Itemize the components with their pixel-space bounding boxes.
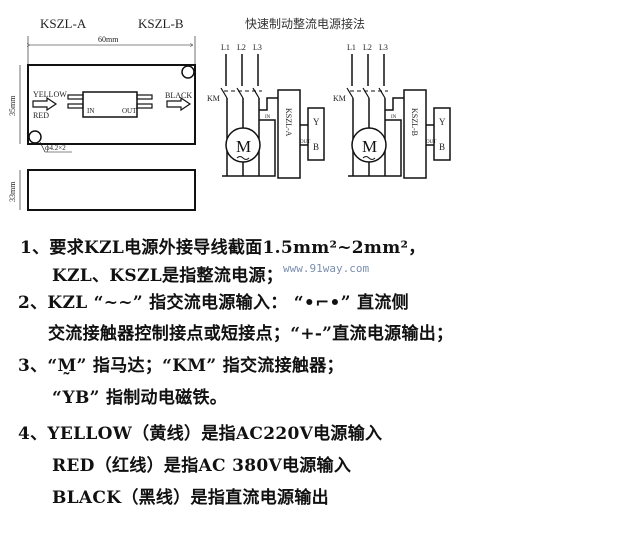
- unit-label: KSZL-B: [410, 108, 419, 136]
- mounting-hole: [181, 65, 195, 79]
- label-kszl-a: KSZL-A: [40, 16, 87, 31]
- input-arrow-icon: [32, 96, 58, 112]
- in-label: IN: [391, 115, 397, 120]
- note-1b: KZL、KSZL是指整流电源；: [52, 266, 284, 286]
- note-2b: 交流接触器控制接点或短接点；“+-”直流电源输出；: [48, 324, 454, 344]
- brake-b-label: B: [439, 142, 445, 152]
- phase-label: L2: [363, 43, 372, 52]
- height-dimension: 35mm: [8, 95, 17, 116]
- note-3: 3、“M̰” 指马达；“KM” 指交流接触器；: [18, 356, 344, 376]
- in-label: IN: [265, 115, 271, 120]
- phase-label: L3: [253, 43, 262, 52]
- label-out: OUT: [122, 107, 137, 115]
- module-outline-drawing: KSZL-A KSZL-B 60mm 35mm ф4.2×2 YELLOW RE…: [8, 16, 196, 211]
- brake-coil: [307, 107, 325, 161]
- out-label: OUT: [300, 140, 310, 145]
- module-side-view: [27, 169, 196, 211]
- mounting-hole: [28, 130, 42, 144]
- module-top-view: [27, 64, 196, 145]
- brake-y-label: Y: [313, 117, 320, 127]
- label-in: IN: [87, 107, 94, 115]
- contactor-switch: [236, 87, 244, 99]
- brake-y-label: Y: [439, 117, 446, 127]
- contactor-switch: [362, 87, 370, 99]
- label-red: RED: [33, 111, 49, 120]
- note-1: 1、要求KZL电源外接导线截面1.5mm²~2mm²，: [20, 238, 426, 258]
- motor-label: M: [362, 137, 377, 156]
- note-3b: “YB” 指制动电磁铁。: [52, 388, 228, 408]
- label-kszl-b: KSZL-B: [138, 16, 184, 31]
- label-black: BLACK: [165, 91, 192, 100]
- km-label: KM: [207, 94, 220, 103]
- contactor-switch: [378, 87, 386, 99]
- watermark: www.91way.com: [283, 262, 370, 275]
- out-label: OUT: [426, 140, 436, 145]
- phase-label: L2: [237, 43, 246, 52]
- depth-dimension: 33mm: [8, 181, 17, 202]
- contactor-switch: [346, 87, 354, 99]
- phase-label: L3: [379, 43, 388, 52]
- motor-label: M: [236, 137, 251, 156]
- circuit-title: 快速制动整流电源接法: [245, 16, 365, 31]
- km-label: KM: [333, 94, 346, 103]
- brake-coil: [433, 107, 451, 161]
- output-arrow-icon: [166, 96, 192, 112]
- motor-icon: [351, 127, 387, 163]
- motor-icon: [225, 127, 261, 163]
- note-4c: BLACK（黑线）是指直流电源输出: [52, 488, 329, 508]
- contactor-switch: [252, 87, 260, 99]
- note-4: 4、YELLOW（黄线）是指AC220V电源输入: [18, 424, 383, 444]
- contactor-switch: [220, 87, 228, 99]
- phase-label: L1: [347, 43, 356, 52]
- phase-label: L1: [221, 43, 230, 52]
- rectifier-unit: [403, 89, 427, 179]
- rectifier-unit: [277, 89, 301, 179]
- label-yellow: YELLOW: [33, 90, 67, 99]
- diagram-drawings: KSZL-A KSZL-B 60mm 35mm ф4.2×2 YELLOW RE…: [8, 16, 451, 211]
- unit-label: KSZL-A: [284, 108, 293, 137]
- brake-b-label: B: [313, 142, 319, 152]
- hole-dimension: ф4.2×2: [45, 144, 66, 152]
- note-4b: RED（红线）是指AC 380V电源输入: [52, 456, 352, 476]
- width-dimension: 60mm: [98, 35, 119, 44]
- note-2: 2、KZL “~~” 指交流电源输入： “•⌐•” 直流侧: [18, 293, 409, 313]
